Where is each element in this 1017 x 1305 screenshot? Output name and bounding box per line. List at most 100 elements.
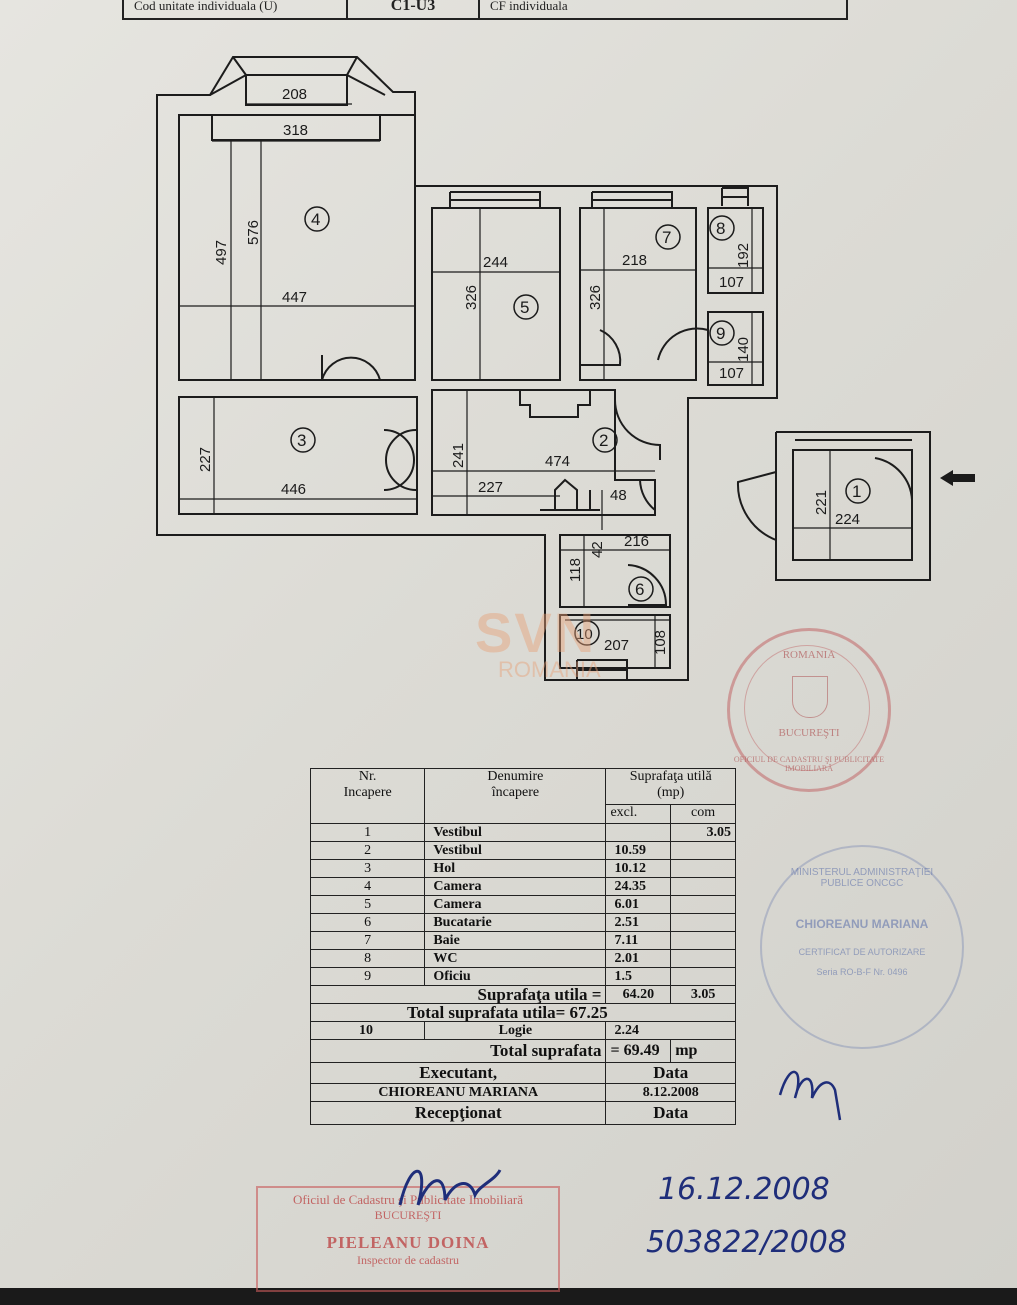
- dim-227b: 227: [478, 479, 503, 496]
- col-name: Denumire încapere: [424, 768, 607, 824]
- dim-326b: 326: [587, 285, 604, 310]
- cell-excl: 1.5: [605, 967, 672, 986]
- round-red-stamp: ROMANIA BUCUREŞTI OFICIUL DE CADASTRU ŞI…: [727, 628, 891, 792]
- dim-224: 224: [835, 511, 860, 528]
- cell-excl: 2.01: [605, 949, 672, 968]
- watermark: SVN ROMANIA: [380, 600, 601, 683]
- cell-nr: 2: [309, 841, 426, 860]
- cell-name: Camera: [424, 877, 607, 896]
- round-blue-stamp: MINISTERUL ADMINISTRAŢIEI PUBLICE ONCGC …: [760, 845, 964, 1049]
- room-1-wall: [775, 431, 931, 581]
- room-2-wall: [431, 389, 656, 516]
- receptionat-label: Recepţionat: [309, 1101, 607, 1125]
- suprafata-com: 3.05: [670, 985, 736, 1004]
- bay-window: [209, 56, 386, 106]
- entry-arrow-icon: [940, 470, 975, 486]
- handwritten-number: 503822/2008: [646, 1225, 847, 1260]
- dim-192: 192: [735, 243, 752, 268]
- cell-excl: [605, 823, 672, 842]
- data-label: Data: [605, 1062, 736, 1084]
- dim-221: 221: [813, 490, 830, 515]
- cell-name: Vestibul: [424, 823, 607, 842]
- cell-name: Vestibul: [424, 841, 607, 860]
- coat-of-arms-icon: [792, 676, 828, 718]
- dim-108: 108: [652, 630, 669, 655]
- dim-497: 497: [213, 240, 230, 265]
- cell-excl: 10.12: [605, 859, 672, 878]
- cell-nr: 8: [309, 949, 426, 968]
- cell-nr: 9: [309, 967, 426, 986]
- cell-excl: 10.59: [605, 841, 672, 860]
- suprafata-label: Suprafaţa utila =: [309, 985, 607, 1004]
- room-5-wall: [431, 207, 561, 381]
- cell-com: 3.05: [670, 823, 736, 842]
- cell-com: [670, 859, 736, 878]
- cell-name: WC: [424, 949, 607, 968]
- dim-216: 216: [624, 533, 649, 550]
- dim-446: 446: [281, 481, 306, 498]
- cell-com: [670, 949, 736, 968]
- cell-name: Hol: [424, 859, 607, 878]
- room-10-wall: [559, 614, 671, 669]
- room-number-8: 8: [716, 219, 725, 238]
- executant-name: CHIOREANU MARIANA: [309, 1083, 607, 1102]
- cell-com: [670, 967, 736, 986]
- dim-42: 42: [589, 541, 606, 558]
- unit-code: C1-U3: [348, 0, 480, 18]
- room-number-3: 3: [297, 431, 306, 450]
- handwritten-date: 16.12.2008: [658, 1172, 830, 1207]
- scan-edge: [0, 1288, 1017, 1305]
- dim-140: 140: [735, 337, 752, 362]
- cell-excl: 6.01: [605, 895, 672, 914]
- room-3: [178, 396, 418, 515]
- room-number-4: 4: [311, 210, 320, 229]
- room-number-6: 6: [635, 580, 644, 599]
- header-strip: Cod unitate individuala (U) C1-U3 CF ind…: [122, 0, 848, 20]
- cell-nr: 3: [309, 859, 426, 878]
- cell-nr: 1: [309, 823, 426, 842]
- room-6-wall: [559, 534, 671, 608]
- cell-nr: 6: [309, 913, 426, 932]
- dim-107a: 107: [719, 274, 744, 291]
- col-area: Suprafaţa utilă (mp): [605, 767, 736, 806]
- dim-326a: 326: [463, 285, 480, 310]
- room-number-5: 5: [520, 298, 529, 317]
- cell-nr: 5: [309, 895, 426, 914]
- dim-48: 48: [610, 487, 627, 504]
- cell-com: [670, 895, 736, 914]
- cell-excl: 2.51: [605, 913, 672, 932]
- rect-red-stamp: Oficiul de Cadastru şi Publicitate Imobi…: [256, 1186, 560, 1292]
- total-value: = 69.49: [605, 1039, 672, 1063]
- dim-474: 474: [545, 453, 570, 470]
- dim-244: 244: [483, 254, 508, 271]
- logie-name: Logie: [424, 1021, 607, 1040]
- cell-com: [670, 841, 736, 860]
- watermark-brand: SVN: [475, 601, 597, 664]
- room-number-7: 7: [662, 228, 671, 247]
- watermark-country: ROMANIA: [498, 657, 601, 682]
- unit-label: Cod unitate individuala (U): [124, 0, 348, 18]
- cell-nr: 4: [309, 877, 426, 896]
- cell-excl: 7.11: [605, 931, 672, 950]
- logie-value: 2.24: [605, 1021, 736, 1040]
- dim-227a: 227: [197, 447, 214, 472]
- cell-com: [670, 913, 736, 932]
- cell-com: [670, 931, 736, 950]
- room-number-2: 2: [599, 431, 608, 450]
- dim-208: 208: [282, 86, 307, 103]
- col-com: com: [670, 804, 736, 824]
- room-number-9: 9: [716, 324, 725, 343]
- dim-318: 318: [283, 122, 308, 139]
- dim-241: 241: [450, 443, 467, 468]
- room-number-10: 10: [576, 626, 593, 643]
- room-7-wall: [579, 207, 697, 381]
- room-9-wall: [707, 311, 764, 386]
- dim-218: 218: [622, 252, 647, 269]
- dim-107b: 107: [719, 365, 744, 382]
- area-table: Nr. Incapere Denumire încapere Suprafaţa…: [309, 767, 736, 1125]
